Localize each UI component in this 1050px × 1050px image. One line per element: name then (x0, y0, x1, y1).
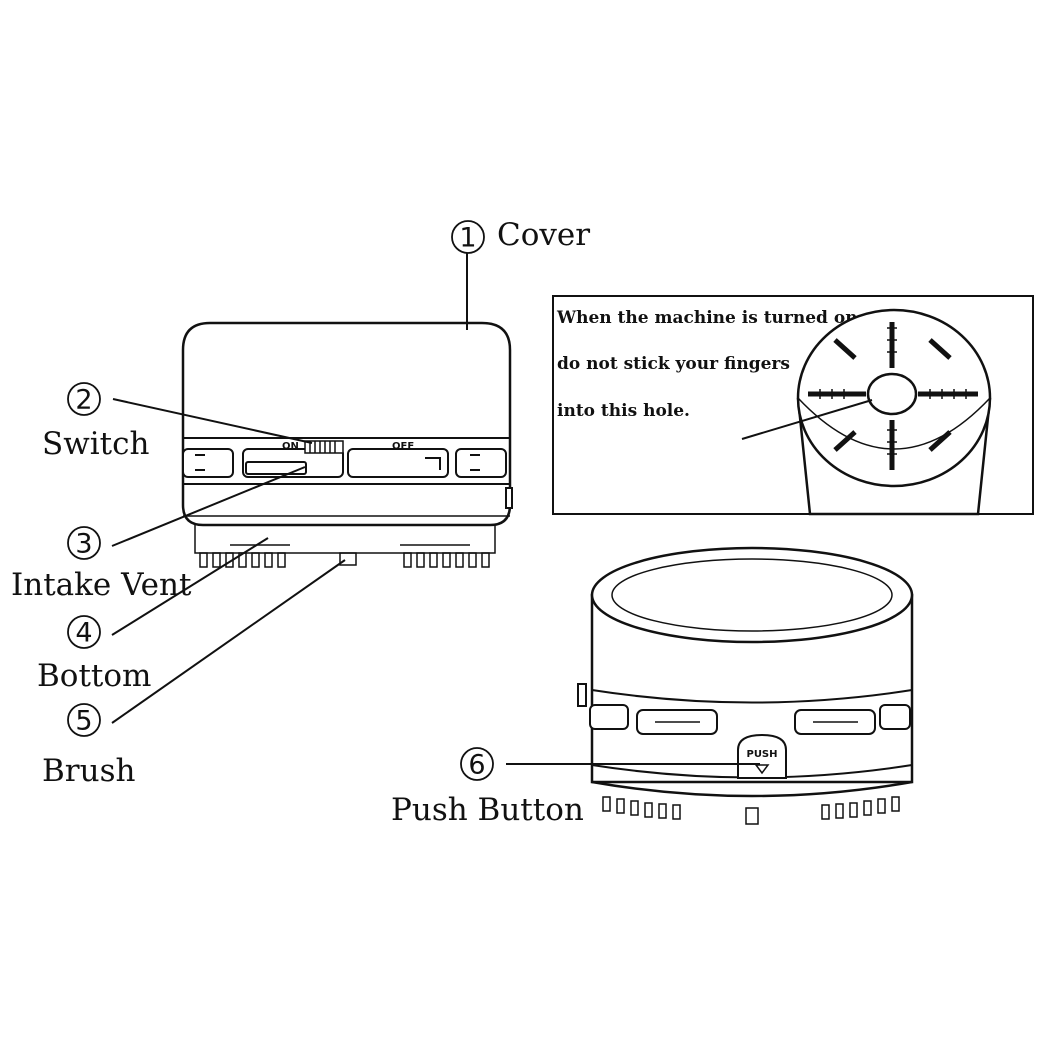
push-button-text: PUSH (746, 749, 777, 760)
callout-5: 5 ⑤ Brush (42, 559, 346, 789)
warning-inset: When the machine is turned on, do not st… (552, 295, 1034, 516)
callout-6: 6 ⑥ Push Button (391, 747, 760, 828)
switch-off-marking: OFF (392, 441, 414, 452)
intake-hole-illustration (796, 308, 992, 516)
callout-digit-1: 1 (459, 223, 476, 254)
warning-line-3: into this hole. (557, 401, 690, 421)
callout-2: 2 ② Switch (42, 382, 313, 462)
callout-digit-5: 5 (75, 706, 92, 737)
callout-3: 3 ③ Intake Vent (11, 466, 306, 603)
callout-digit-6: 6 (468, 750, 485, 781)
angled-vent-slots (589, 704, 911, 735)
callout-label-brush: Brush (42, 753, 135, 789)
angled-view-device: PUSH (577, 546, 914, 825)
callout-1: ① 1 Cover (451, 217, 590, 330)
switch-on-marking: ON (282, 441, 299, 452)
warning-line-2: do not stick your fingers (557, 354, 790, 374)
bottom-brushes (194, 525, 496, 568)
callout-digit-3: 3 (75, 529, 92, 560)
power-switch: ON OFF (282, 440, 414, 454)
callout-digit-4: 4 (75, 618, 92, 649)
callout-label-push-button: Push Button (391, 792, 584, 828)
callout-digit-2: 2 (75, 385, 92, 416)
callout-label-intake-vent: Intake Vent (11, 567, 192, 603)
angled-bottom-brushes (602, 796, 900, 825)
callout-label-cover: Cover (497, 217, 590, 253)
callout-label-bottom: Bottom (37, 658, 151, 694)
intake-vent-slots (182, 448, 507, 478)
push-button: PUSH (737, 733, 787, 779)
warning-line-1: When the machine is turned on, (556, 308, 863, 328)
callout-4: 4 ④ Bottom (37, 537, 269, 694)
front-view-device: ON OFF (181, 321, 513, 568)
callout-label-switch: Switch (42, 426, 150, 462)
